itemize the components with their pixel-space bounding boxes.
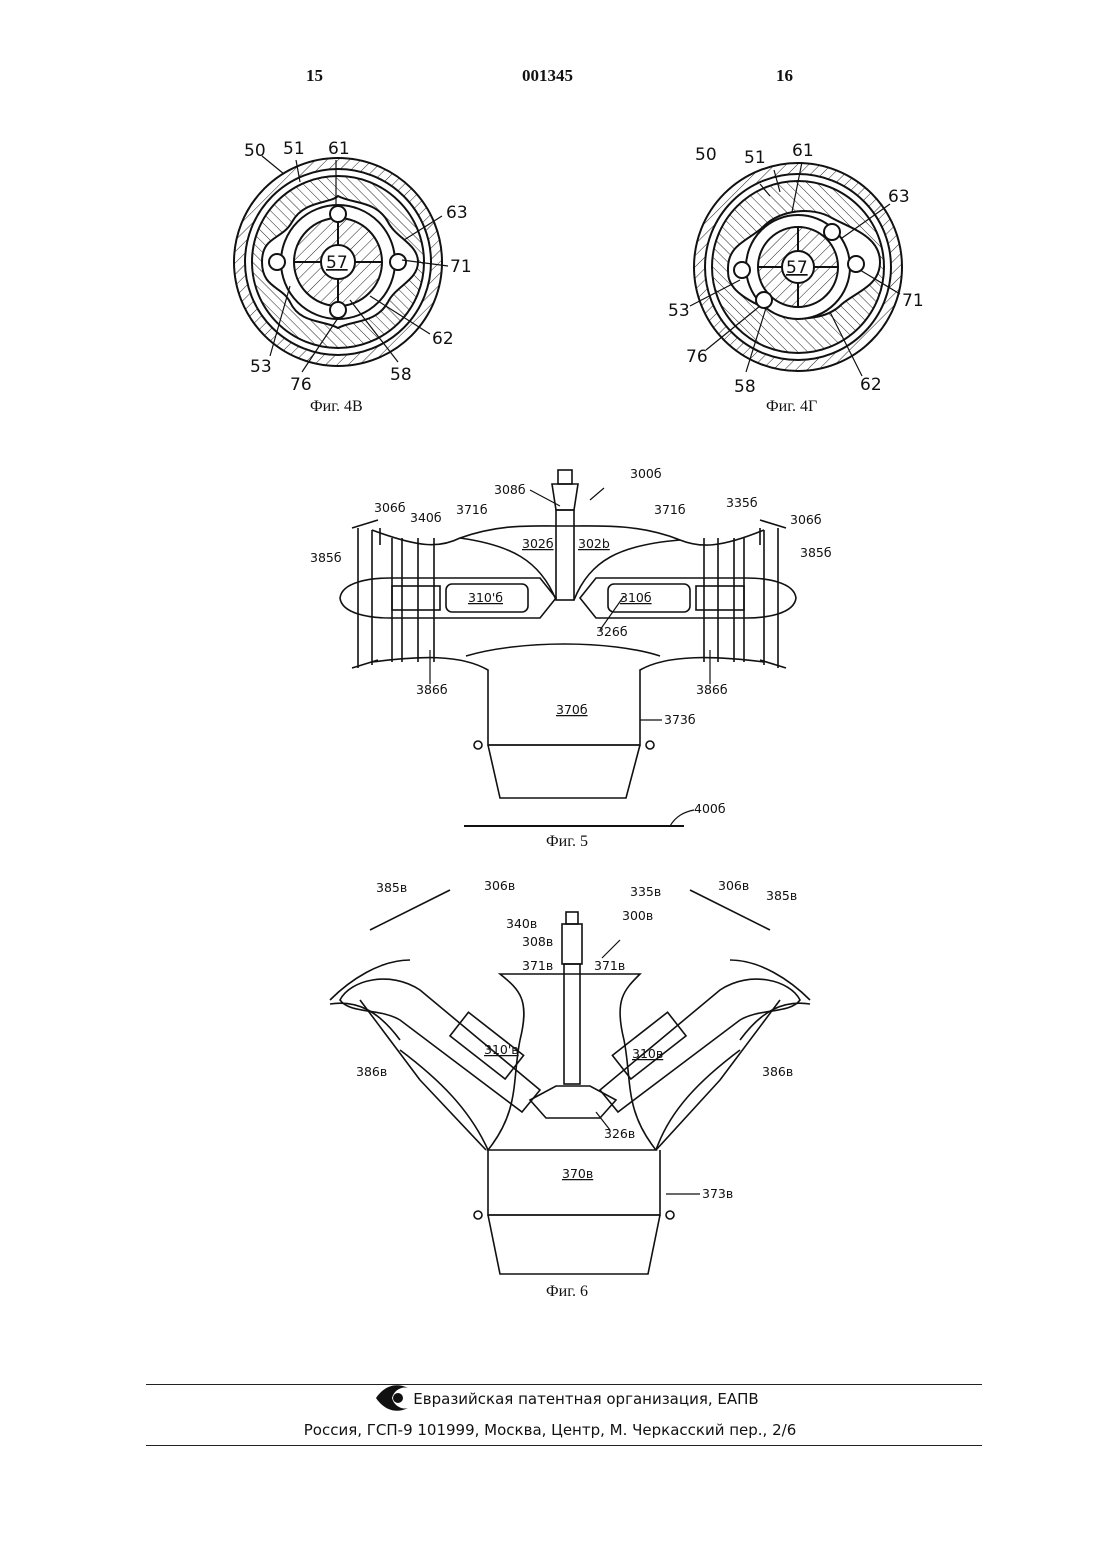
- fig5-label-386b: 386б: [696, 682, 728, 697]
- fig4v-label-51: 51: [283, 139, 305, 159]
- fig6-label-385b: 385в: [766, 888, 797, 903]
- fig5-label-310b: 310б: [620, 590, 652, 605]
- fig4g-label-50: 50: [695, 145, 717, 165]
- fig6-label-371b: 371в: [594, 958, 625, 973]
- fig4g-label-62: 62: [860, 375, 882, 395]
- fig6-label-335: 335в: [630, 884, 661, 899]
- fig5-label-385b: 385б: [800, 545, 832, 560]
- fig6-label-371a: 371в: [522, 958, 553, 973]
- fig4g-label-57: 57: [786, 258, 808, 278]
- fig6-label-300: 300в: [622, 908, 653, 923]
- figure-5-drawing: [340, 470, 796, 826]
- fig5-label-370: 370б: [556, 702, 588, 717]
- fig5-label-310a: 310'б: [468, 590, 503, 605]
- fig5-label-306a: 306б: [374, 500, 406, 515]
- fig5-label-306b: 306б: [790, 512, 822, 527]
- fig4v-label-58: 58: [390, 365, 412, 385]
- fig5-label-371a: 371б: [456, 502, 488, 517]
- fig4v-label-57: 57: [326, 253, 348, 273]
- fig4g-label-58: 58: [734, 377, 756, 397]
- fig4v-label-71: 71: [450, 257, 472, 277]
- fig4g-label-61: 61: [792, 141, 814, 161]
- fig5-label-373: 373б: [664, 712, 696, 727]
- fig6-label-386b: 386в: [762, 1064, 793, 1079]
- fig4v-label-53: 53: [250, 357, 272, 377]
- footer-address: Россия, ГСП-9 101999, Москва, Центр, М. …: [0, 1421, 1100, 1439]
- footer-bottom-rule: [146, 1445, 982, 1446]
- fig5-label-308: 308б: [494, 482, 526, 497]
- fig6-label-310b: 310в: [632, 1046, 663, 1061]
- fig6-label-306a: 306в: [484, 878, 515, 893]
- fig4v-label-50: 50: [244, 141, 266, 161]
- fig4g-label-76: 76: [686, 347, 708, 367]
- figure-5-caption: Фиг. 5: [546, 833, 588, 851]
- figure-4g-caption: Фиг. 4Г: [766, 398, 817, 416]
- figure-4v-caption: Фиг. 4В: [310, 398, 363, 416]
- fig5-label-385a: 385б: [310, 550, 342, 565]
- fig4v-label-76: 76: [290, 375, 312, 395]
- fig5-label-400: 400б: [694, 801, 726, 816]
- fig6-label-310a: 310'в: [484, 1042, 519, 1057]
- fig5-label-300: 300б: [630, 466, 662, 481]
- fig4v-label-61: 61: [328, 139, 350, 159]
- figure-6-caption: Фиг. 6: [546, 1283, 588, 1301]
- figure-6-drawing: [330, 890, 810, 1274]
- fig4g-label-53: 53: [668, 301, 690, 321]
- fig6-label-340: 340в: [506, 916, 537, 931]
- fig4g-label-71: 71: [902, 291, 924, 311]
- fig5-label-302b: 302b: [578, 536, 610, 551]
- fig6-label-308: 308в: [522, 934, 553, 949]
- fig4v-label-63: 63: [446, 203, 468, 223]
- fig5-label-340: 340б: [410, 510, 442, 525]
- fig5-label-326: 326б: [596, 624, 628, 639]
- fig4g-label-51: 51: [744, 148, 766, 168]
- fig6-label-370: 370в: [562, 1166, 593, 1181]
- fig6-label-385a: 385в: [376, 880, 407, 895]
- fig5-label-386a: 386б: [416, 682, 448, 697]
- fig5-label-302a: 302б: [522, 536, 554, 551]
- fig6-label-386a: 386в: [356, 1064, 387, 1079]
- fig6-label-326: 326в: [604, 1126, 635, 1141]
- fig4g-label-63: 63: [888, 187, 910, 207]
- fig5-label-335: 335б: [726, 495, 758, 510]
- fig6-label-373: 373в: [702, 1186, 733, 1201]
- footer-organization: Евразийская патентная организация, ЕАПВ: [36, 1390, 1100, 1408]
- footer-top-rule: [146, 1384, 982, 1385]
- fig6-label-306b: 306в: [718, 878, 749, 893]
- fig4v-label-62: 62: [432, 329, 454, 349]
- fig5-label-371b: 371б: [654, 502, 686, 517]
